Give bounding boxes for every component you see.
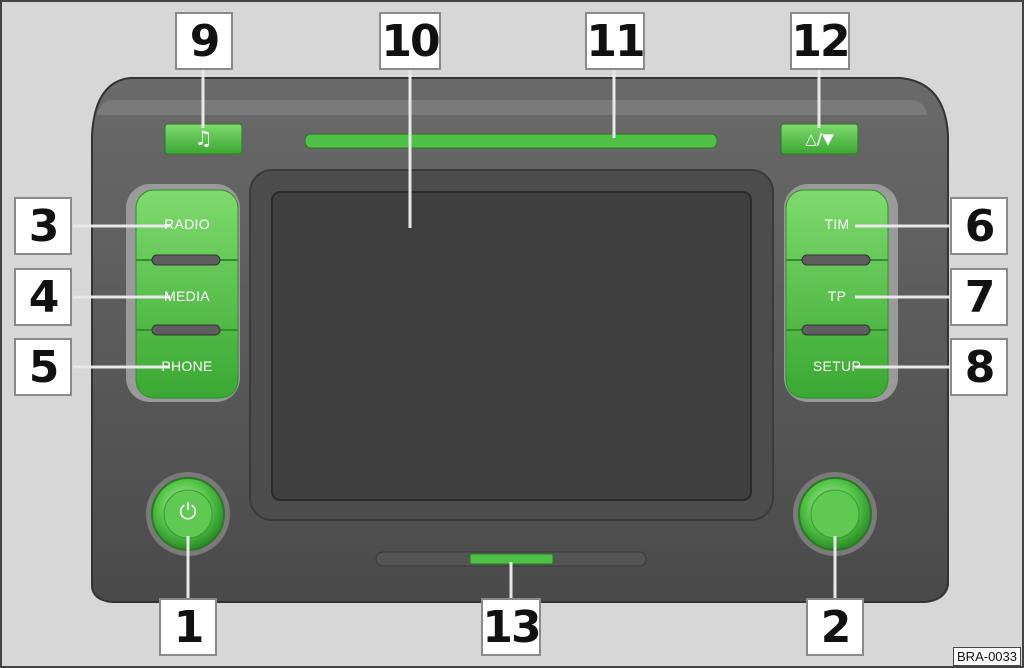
callout-5: 5 [14, 338, 72, 396]
callout-4: 4 [14, 268, 72, 326]
top-bevel [97, 100, 927, 115]
tp-button-label[interactable]: TP [827, 288, 847, 304]
cd-slot[interactable] [304, 133, 718, 149]
callout-8: 8 [950, 338, 1008, 396]
callout-1: 1 [159, 598, 217, 656]
power-icon[interactable]: ⏻ [179, 500, 197, 525]
callout-2: 2 [806, 598, 864, 656]
callout-6: 6 [950, 197, 1008, 255]
eject-icon[interactable]: △/▼ [805, 130, 834, 148]
tim-button-label[interactable]: TIM [824, 216, 850, 232]
leader-lines [73, 70, 950, 598]
music-note-icon[interactable]: ♫ [194, 126, 213, 150]
phone-button-label[interactable]: PHONE [161, 358, 213, 374]
callout-3: 3 [14, 197, 72, 255]
callout-10: 10 [379, 12, 441, 70]
right-button-group [785, 189, 889, 399]
display-screen[interactable] [271, 191, 752, 501]
left-button-group [135, 189, 239, 399]
callout-11: 11 [585, 12, 646, 70]
setup-button-label[interactable]: SETUP [812, 358, 862, 374]
callout-9: 9 [175, 12, 233, 70]
reference-code: BRA-0033 [953, 647, 1021, 666]
radio-button-label[interactable]: RADIO [164, 216, 210, 232]
callout-7: 7 [950, 268, 1008, 326]
callout-12: 12 [790, 12, 851, 70]
callout-13: 13 [481, 598, 542, 656]
media-button-label[interactable]: MEDIA [164, 288, 210, 304]
